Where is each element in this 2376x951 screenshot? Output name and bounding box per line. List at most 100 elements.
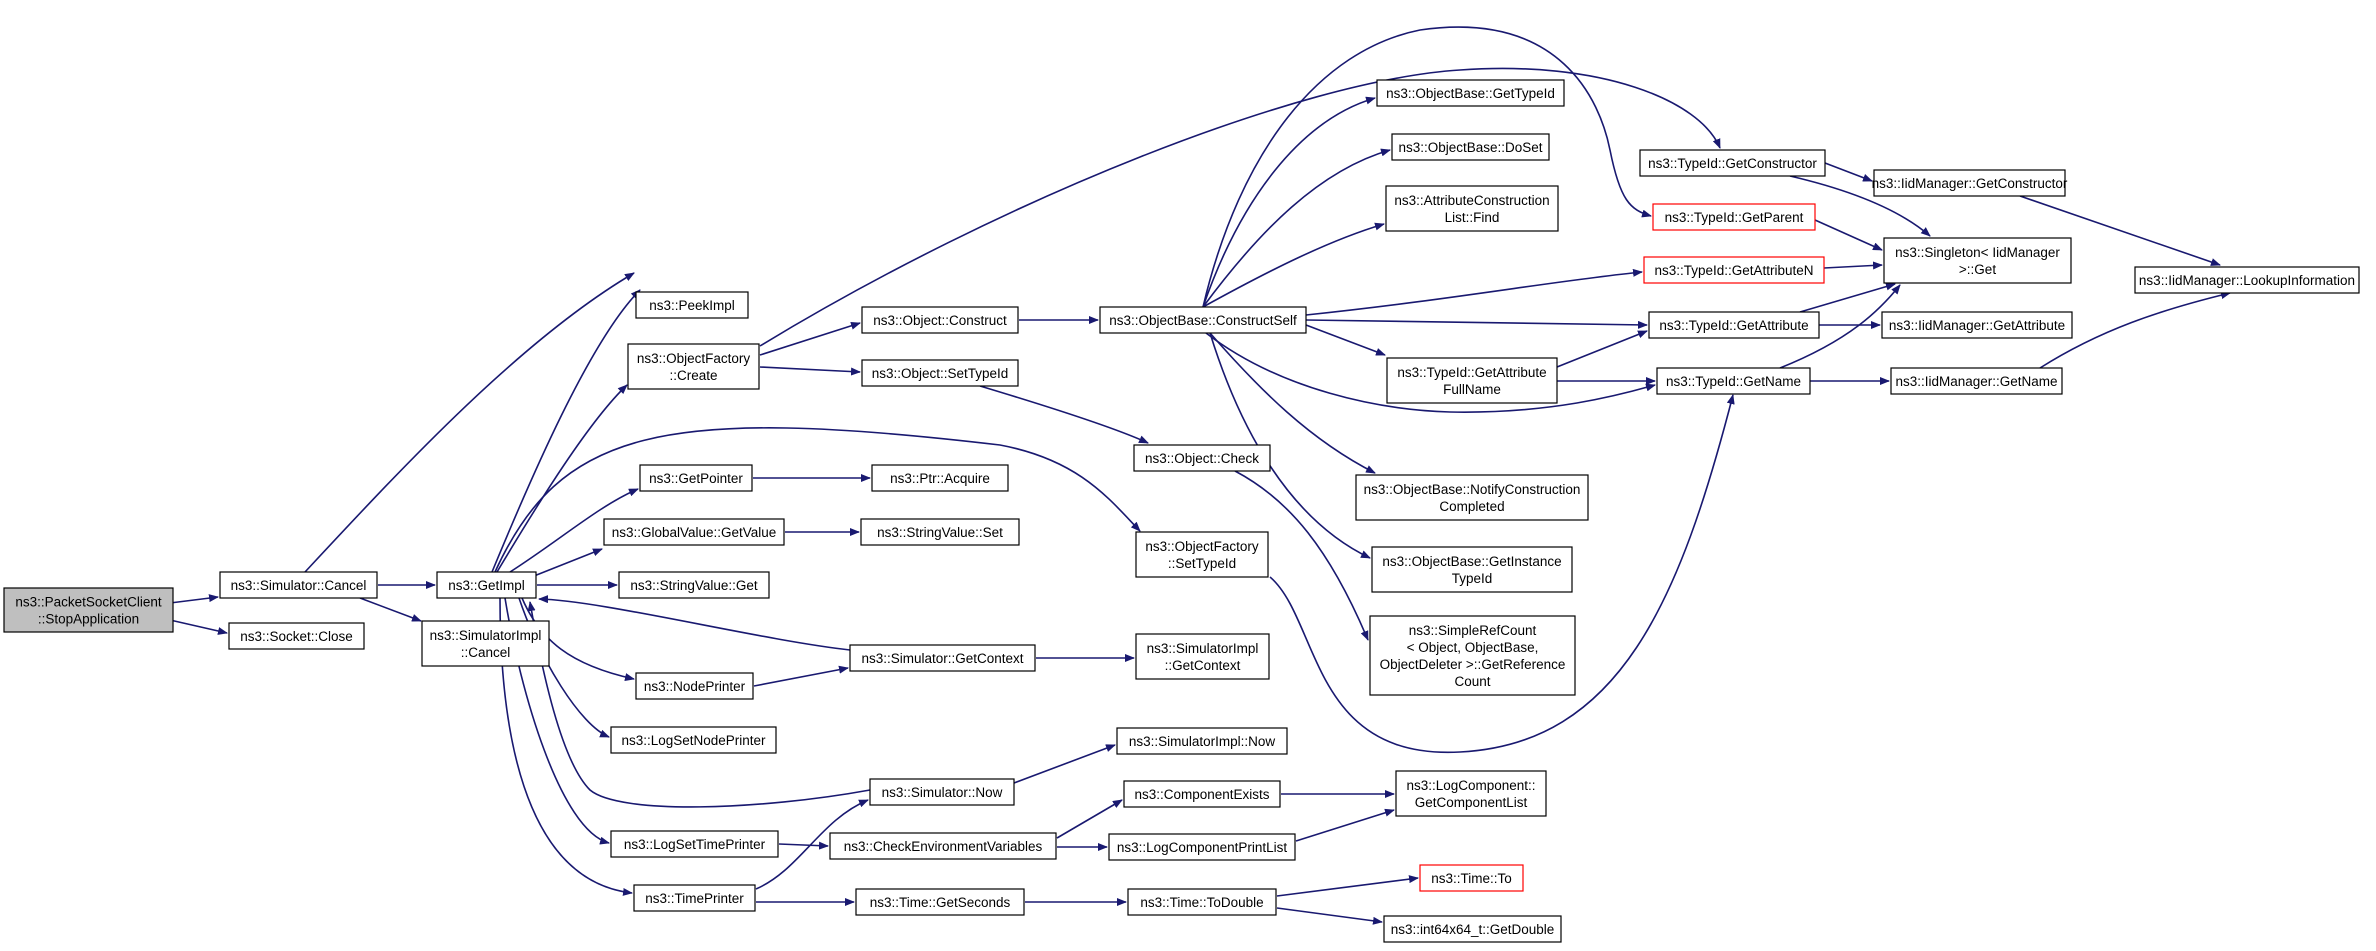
edge-n42-to-n46 bbox=[1823, 261, 1883, 270]
node-n24[interactable]: ns3::ObjectFactory::SetTypeId bbox=[1135, 531, 1269, 578]
node-label: ns3::GlobalValue::GetValue bbox=[612, 525, 777, 540]
node-n44[interactable]: ns3::TypeId::GetName bbox=[1656, 367, 1811, 395]
node-n5[interactable]: ns3::PeekImpl bbox=[635, 291, 749, 319]
edge-n24-to-n44 bbox=[1269, 394, 1735, 753]
node-box bbox=[1648, 311, 1820, 339]
node-n30[interactable]: ns3::ObjectBase::GetTypeId bbox=[1376, 79, 1565, 107]
node-label: ns3::LogSetTimePrinter bbox=[624, 837, 766, 852]
node-label: ns3::Object::Check bbox=[1145, 451, 1259, 466]
node-box bbox=[228, 622, 365, 650]
edge-n22-to-n34 bbox=[1209, 332, 1376, 474]
node-box bbox=[421, 620, 550, 667]
node-box bbox=[1652, 203, 1816, 231]
node-label: ns3::TypeId::GetParent bbox=[1665, 210, 1804, 225]
node-n17[interactable]: ns3::StringValue::Set bbox=[860, 518, 1020, 546]
node-label: ns3::CheckEnvironmentVariables bbox=[844, 839, 1043, 854]
node-n27[interactable]: ns3::ComponentExists bbox=[1123, 780, 1281, 808]
node-n10[interactable]: ns3::NodePrinter bbox=[635, 672, 754, 700]
node-label: ::Cancel bbox=[461, 645, 511, 660]
node-n19[interactable]: ns3::Simulator::Now bbox=[869, 778, 1015, 806]
node-box bbox=[1643, 256, 1825, 284]
node-n41[interactable]: ns3::TypeId::GetParent bbox=[1652, 203, 1816, 231]
node-n34[interactable]: ns3::ObjectBase::NotifyConstructionCompl… bbox=[1355, 474, 1589, 521]
node-label: ns3::IidManager::GetName bbox=[1895, 374, 2057, 389]
node-label: ns3::TypeId::GetConstructor bbox=[1648, 156, 1817, 171]
edge-n23-to-n36 bbox=[1234, 470, 1369, 641]
edge-n41-to-n46 bbox=[1814, 219, 1883, 251]
node-label: ns3::Ptr::Acquire bbox=[890, 471, 990, 486]
edge-n19-to-n26 bbox=[1013, 744, 1116, 784]
node-n23[interactable]: ns3::Object::Check bbox=[1133, 444, 1271, 472]
node-n21[interactable]: ns3::Time::GetSeconds bbox=[855, 888, 1025, 916]
node-n31[interactable]: ns3::ObjectBase::DoSet bbox=[1391, 133, 1550, 161]
node-n48[interactable]: ns3::IidManager::GetName bbox=[1890, 367, 2063, 395]
edge-n22-to-n31 bbox=[1202, 148, 1391, 308]
edge-n43-to-n46 bbox=[1799, 282, 1896, 313]
edge-n0-to-n2 bbox=[169, 619, 228, 635]
node-box bbox=[1123, 780, 1281, 808]
node-n3[interactable]: ns3::GetImpl bbox=[436, 571, 537, 599]
node-n0[interactable]: ns3::PacketSocketClient::StopApplication bbox=[3, 587, 174, 633]
edge-n22-to-n41 bbox=[1202, 26, 1652, 308]
node-n12[interactable]: ns3::LogSetTimePrinter bbox=[610, 830, 779, 858]
edge-n44-to-n46 bbox=[1779, 284, 1901, 369]
node-n7[interactable]: ns3::GetPointer bbox=[639, 464, 753, 492]
node-n13[interactable]: ns3::TimePrinter bbox=[633, 884, 756, 912]
node-box bbox=[639, 464, 753, 492]
node-n45[interactable]: ns3::IidManager::GetConstructor bbox=[1872, 169, 2068, 197]
node-n22[interactable]: ns3::ObjectBase::ConstructSelf bbox=[1099, 306, 1307, 334]
node-n15[interactable]: ns3::Object::SetTypeId bbox=[861, 359, 1019, 387]
edge-n22-to-n30 bbox=[1202, 96, 1376, 308]
node-box bbox=[871, 464, 1009, 492]
node-box bbox=[1419, 864, 1524, 892]
edge-n22-to-n42 bbox=[1305, 268, 1643, 316]
node-label: ns3::Simulator::Now bbox=[882, 785, 1003, 800]
node-n16[interactable]: ns3::Ptr::Acquire bbox=[871, 464, 1009, 492]
node-box bbox=[849, 644, 1036, 672]
node-n9[interactable]: ns3::StringValue::Get bbox=[618, 571, 770, 599]
node-n43[interactable]: ns3::TypeId::GetAttribute bbox=[1648, 311, 1820, 339]
edge-n10-to-n18 bbox=[753, 665, 849, 687]
node-n8[interactable]: ns3::GlobalValue::GetValue bbox=[603, 518, 785, 546]
node-n18[interactable]: ns3::Simulator::GetContext bbox=[849, 644, 1036, 672]
node-n25[interactable]: ns3::SimulatorImpl::GetContext bbox=[1135, 633, 1270, 680]
node-label: ns3::TypeId::GetName bbox=[1666, 374, 1801, 389]
node-n4[interactable]: ns3::SimulatorImpl::Cancel bbox=[421, 620, 550, 667]
node-n42[interactable]: ns3::TypeId::GetAttributeN bbox=[1643, 256, 1825, 284]
edge-n29-to-n39 bbox=[1276, 907, 1383, 925]
node-n28[interactable]: ns3::LogComponentPrintList bbox=[1108, 833, 1296, 861]
node-n14[interactable]: ns3::Object::Construct bbox=[861, 306, 1019, 334]
node-label: ::Create bbox=[669, 368, 717, 383]
node-n11[interactable]: ns3::LogSetNodePrinter bbox=[610, 726, 777, 754]
node-box bbox=[610, 726, 777, 754]
node-label: < Object, ObjectBase, bbox=[1407, 640, 1539, 655]
node-n1[interactable]: ns3::Simulator::Cancel bbox=[219, 571, 378, 599]
node-n6[interactable]: ns3::ObjectFactory::Create bbox=[627, 343, 760, 390]
node-n49[interactable]: ns3::IidManager::LookupInformation bbox=[2134, 266, 2360, 294]
node-n38[interactable]: ns3::Time::To bbox=[1419, 864, 1524, 892]
node-n47[interactable]: ns3::IidManager::GetAttribute bbox=[1881, 311, 2073, 339]
node-n20[interactable]: ns3::CheckEnvironmentVariables bbox=[829, 832, 1057, 860]
node-label: ns3::Simulator::Cancel bbox=[231, 578, 367, 593]
node-n40[interactable]: ns3::TypeId::GetConstructor bbox=[1639, 149, 1826, 177]
node-box bbox=[1890, 367, 2063, 395]
node-box bbox=[618, 571, 770, 599]
node-box bbox=[1376, 79, 1565, 107]
node-label: ns3::SimulatorImpl bbox=[430, 628, 542, 643]
node-box bbox=[610, 830, 779, 858]
node-n36[interactable]: ns3::SimpleRefCount< Object, ObjectBase,… bbox=[1369, 615, 1576, 696]
node-n29[interactable]: ns3::Time::ToDouble bbox=[1127, 888, 1277, 916]
node-label: ns3::StringValue::Set bbox=[877, 525, 1003, 540]
node-box bbox=[1108, 833, 1296, 861]
node-n26[interactable]: ns3::SimulatorImpl::Now bbox=[1116, 727, 1288, 755]
node-label: ObjectDeleter >::GetReference bbox=[1380, 657, 1566, 672]
node-box bbox=[1099, 306, 1307, 334]
node-n46[interactable]: ns3::Singleton< IidManager >::Get bbox=[1883, 237, 2072, 284]
node-n2[interactable]: ns3::Socket::Close bbox=[228, 622, 365, 650]
node-n37[interactable]: ns3::LogComponent::GetComponentList bbox=[1395, 770, 1547, 817]
node-n39[interactable]: ns3::int64x64_t::GetDouble bbox=[1383, 915, 1562, 943]
